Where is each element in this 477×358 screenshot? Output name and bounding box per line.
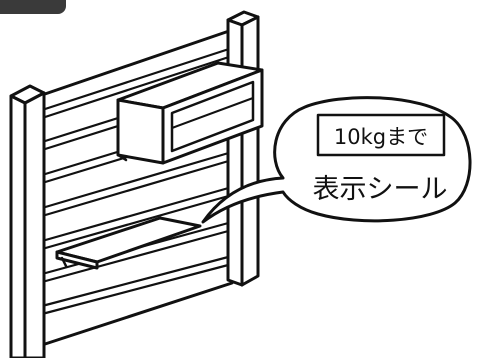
board-line <box>40 228 234 284</box>
seal-label: 表示シール <box>313 174 448 205</box>
seal-box <box>316 113 446 157</box>
right-post-side <box>240 15 260 287</box>
right-post <box>226 10 260 287</box>
header-tab <box>0 0 66 14</box>
header-tab-background <box>0 0 66 14</box>
left-post-front <box>9 94 27 358</box>
flat-shelf <box>55 216 202 270</box>
board-line <box>40 254 234 308</box>
board-line <box>40 46 234 112</box>
flat-shelf-bracket <box>60 256 68 268</box>
board-line <box>40 158 234 218</box>
box-shelf-bracket <box>116 153 128 162</box>
box-shelf-opening <box>170 80 255 153</box>
left-post <box>9 84 46 358</box>
board-line <box>40 185 234 243</box>
box-shelf <box>116 61 264 165</box>
board-line <box>40 150 234 210</box>
left-post-side <box>23 91 46 358</box>
weight-label: 10kgまで <box>334 125 428 149</box>
box-shelf-front <box>116 98 165 165</box>
flat-shelf-edge <box>55 250 99 270</box>
right-post-front <box>226 18 244 287</box>
board-line <box>40 193 234 251</box>
box-shelf-inner-edge <box>171 97 254 129</box>
board-line <box>40 262 234 316</box>
board-line <box>40 54 234 120</box>
